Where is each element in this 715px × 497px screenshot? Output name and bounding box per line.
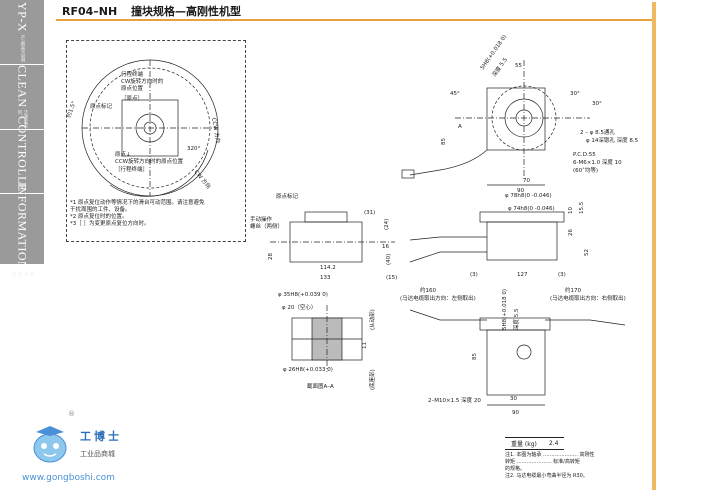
section-caption: 截面图A–A: [307, 382, 334, 390]
dim-m6: 6-M6×1.0 深度 10: [573, 158, 622, 166]
page-header: RF04–NH 撞块规格—高刚性机型: [56, 2, 652, 21]
note-line: *2 原点复位时的位置。: [70, 214, 128, 220]
dim-pcd: P.C.D.55: [573, 152, 596, 158]
tab-label: CONTROLLER: [15, 116, 30, 201]
dim-114: 114.2: [320, 265, 336, 271]
dim-base: (底座部): [368, 369, 376, 390]
dim-15-5: 15.5: [579, 201, 585, 214]
weight-label: 重量 (kg): [505, 437, 543, 450]
label-stroke-end: 行程终端: [121, 70, 144, 78]
label-origin-mark: 原点标记: [90, 102, 113, 110]
note-line: 干扰周围的工件、设备。: [70, 207, 131, 213]
dim-45: 45°: [450, 91, 460, 97]
label-cw-origin: CW旋转方向时的: [121, 77, 164, 85]
dim-70: 70: [523, 178, 530, 184]
dim-30: 30: [510, 396, 517, 402]
tab-label: INFORMATION: [15, 181, 30, 270]
logo-name: 工博士: [80, 430, 122, 443]
tab-sublabel: 洁净型系列: [17, 109, 28, 128]
dim-3b: (3): [558, 272, 566, 278]
dim-equal: (60˚均等): [573, 166, 598, 174]
dim-52: 52: [584, 249, 590, 256]
range-diagram-box: [66, 40, 246, 242]
dim-angle: 约1.5°: [64, 100, 77, 119]
dim-3a: (3): [470, 272, 478, 278]
label-manual: 手动操作: [250, 215, 273, 223]
dim-320: 320°: [187, 146, 200, 152]
tab-sublabel: 产品型号说明: [20, 34, 25, 62]
dim-30a: 30°: [570, 91, 580, 97]
logo-url[interactable]: www.gongboshi.com: [22, 473, 115, 483]
dim-127: 127: [517, 272, 528, 278]
dim-31: (31): [364, 210, 375, 216]
dim-40: (40): [386, 254, 392, 265]
label-origin-position: 原点位置: [121, 84, 144, 92]
dim-11: 11: [362, 342, 368, 349]
dim-phi26: φ 26H8(+0.033 0): [283, 367, 333, 373]
footnote-line: 注2. 马达电缆最小弯曲半径为 R30。: [505, 473, 588, 479]
right-accent-bar: [652, 2, 656, 490]
dim-counterbore: φ 14深锪孔 深度 8.5: [586, 136, 639, 144]
dim-30b: 30°: [592, 101, 602, 107]
dim-170: 约170: [565, 286, 581, 294]
cable-right: (马达电缆取出方向：右侧取出): [550, 294, 626, 302]
dim-m10: 2–M10×1.5 深度 20: [428, 396, 481, 404]
footnote-line: 注1. 本图为轴承 ………………… 高刚性: [505, 452, 595, 458]
dim-26: 26: [568, 229, 574, 236]
note-line: *3［ ］为变更原点复位方向时。: [70, 221, 150, 227]
dim-driven: (从动部): [368, 309, 376, 330]
dim-160: 约160: [420, 286, 436, 294]
dim-85-b: 85: [472, 353, 478, 360]
page-title: RF04–NH 撞块规格—高刚性机型: [56, 3, 241, 19]
dim-15: (15): [386, 275, 397, 281]
tab-controller[interactable]: CONTROLLER 控制器: [0, 116, 44, 207]
dim-85: 85: [441, 138, 447, 145]
dim-10: 10: [568, 207, 574, 214]
tab-information[interactable]: INFORMATION 技术资料: [0, 182, 44, 276]
model-number: RF04–NH: [62, 4, 118, 18]
tab-yp-x[interactable]: YP-X 产品型号说明: [0, 0, 44, 65]
label-origin-arrow: 原点↓: [115, 151, 131, 158]
spec-title: 撞块规格—高刚性机型: [131, 4, 242, 18]
label-screws: 螺丝（两侧）: [250, 222, 283, 230]
dim-90-b: 90: [512, 410, 519, 416]
dim-28: 28: [268, 253, 274, 260]
weight-value: 2.4: [542, 437, 565, 450]
tab-clean[interactable]: CLEAN 洁净型系列: [0, 65, 44, 130]
dim-5h8-b: 5H8(+0.018 0): [502, 289, 508, 330]
notes: *1 原点复位动作等情况下的滑台可动范围。请注意避免 干扰周围的工件、设备。 *…: [70, 200, 205, 228]
dim-133: 133: [320, 275, 331, 281]
label-mark-mid: 原点标记: [276, 192, 299, 200]
dim-90: 90: [517, 188, 524, 194]
note-line: *1 原点复位动作等情况下的滑台可动范围。请注意避免: [70, 200, 205, 206]
dim-55: 55: [515, 63, 522, 69]
sidebar: YP-X 产品型号说明 CLEAN 洁净型系列 CONTROLLER 控制器 I…: [0, 0, 44, 497]
dim-phi74: φ 74h8(0 -0.046): [508, 206, 555, 212]
weight-table: 重量 (kg) 2.4: [505, 437, 565, 450]
label-stroke-end-alt: ［行程终端］: [115, 165, 148, 173]
logo-subtitle: 工业品商城: [80, 450, 115, 458]
dim-phi78: φ 78h8(0 -0.046): [505, 193, 552, 199]
dim-holes: 2 – φ 8.5通孔: [580, 128, 615, 136]
registered-mark: ®: [68, 410, 75, 418]
dim-depth-b: 深度 5.5: [512, 308, 520, 330]
label-ccw-origin: CCW旋转方向时的原点位置: [115, 157, 184, 165]
robot-mascot-icon: [33, 426, 67, 463]
dim-phi20: φ 20（空心）: [282, 303, 316, 311]
tab-label: CLEAN: [15, 65, 30, 108]
dim-16: 16: [382, 244, 389, 250]
label-ccw: CCW 方向: [210, 117, 222, 144]
footnote-line: 的规格。: [505, 466, 526, 472]
section-mark-a: A: [458, 124, 462, 130]
footnote-line: 转矩 ………………… 标准/高转矩: [505, 459, 580, 465]
tab-sublabel: 技术资料: [11, 271, 34, 277]
footnotes: 注1. 本图为轴承 ………………… 高刚性 转矩 ………………… 标准/高转矩 …: [505, 452, 595, 480]
dim-24: (24): [384, 219, 390, 230]
cable-left: (马达电缆取出方向：左侧取出): [400, 294, 476, 302]
tab-label: YP-X: [15, 2, 30, 33]
label-origin: ［原点］: [121, 95, 143, 102]
dim-phi35: φ 35H8(+0.039 0): [278, 292, 328, 298]
